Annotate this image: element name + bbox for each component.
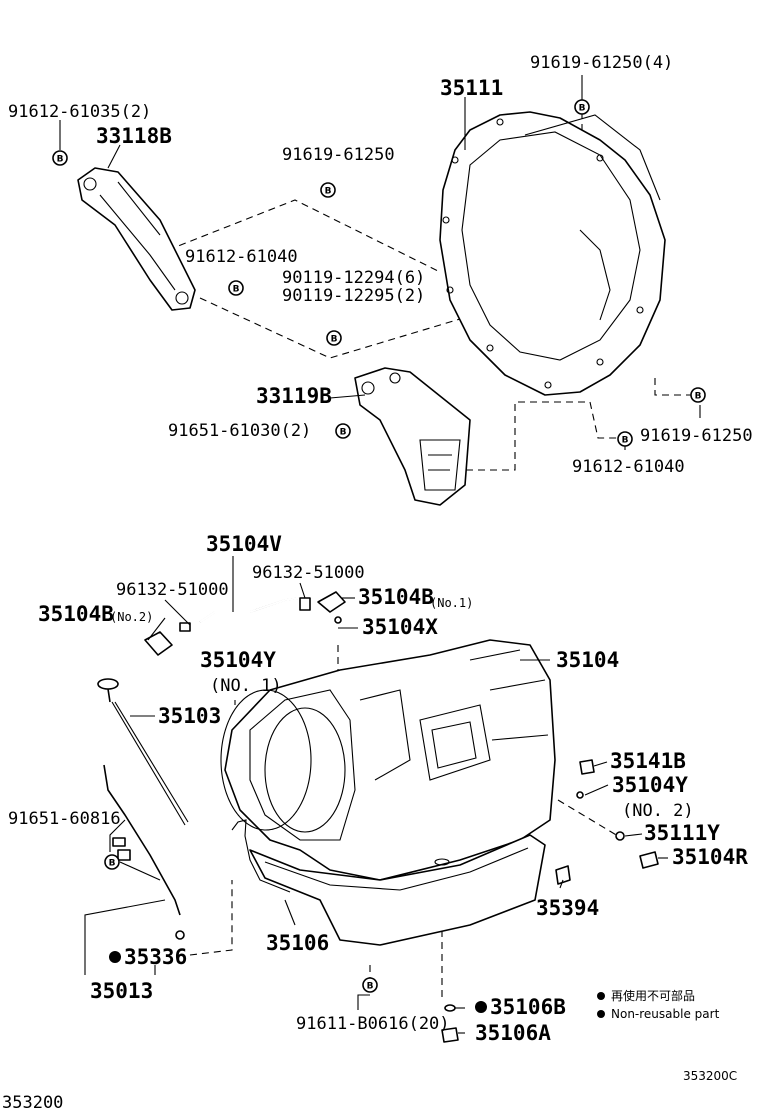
label-91651-61030-2: 91651-61030(2) <box>168 421 311 441</box>
bolt-badge: B <box>362 977 378 993</box>
bolt-badge: B <box>104 854 120 870</box>
label-91611-B0616-20: 91611-B0616(20) <box>296 1014 450 1034</box>
label-91619-61250-a: 91619-61250 <box>282 145 395 165</box>
label-35111Y: 35111Y <box>644 821 720 845</box>
label-35103: 35103 <box>158 704 221 728</box>
bolt-badge: B <box>228 280 244 296</box>
filler-tube-35013 <box>103 764 181 916</box>
label-91651-60816: 91651-60816 <box>8 809 121 829</box>
page-code: 353200 <box>2 1093 63 1112</box>
bell-housing-35111 <box>439 111 666 396</box>
bracket-33118B <box>77 167 196 311</box>
svg-text:B: B <box>579 104 586 114</box>
label-33118B: 33118B <box>96 124 172 148</box>
svg-text:B: B <box>325 187 332 197</box>
label-90119-12294-6: 90119-12294(6) <box>282 268 425 288</box>
label-35104B-no1-sub: (No.1) <box>430 596 473 610</box>
bolt-badge: B <box>52 150 68 166</box>
bolt-badge: B <box>574 99 590 115</box>
label-35111: 35111 <box>440 76 503 100</box>
transmission-case-35104 <box>220 639 556 881</box>
label-35104B-no2-sub: (No.2) <box>110 610 153 624</box>
bolt-badge: B <box>690 387 706 403</box>
label-35104Y-2-sub: (NO. 2) <box>622 801 694 821</box>
svg-text:B: B <box>57 155 64 165</box>
bolt-badge: B <box>320 182 336 198</box>
label-35104B-no2: 35104B <box>38 602 114 626</box>
svg-text:B: B <box>622 436 629 446</box>
label-91612-61035-2: 91612-61035(2) <box>8 102 151 122</box>
label-35104Y-2: 35104Y <box>612 773 688 797</box>
oil-pan-35106 <box>249 834 546 946</box>
label-35104Y-1: 35104Y <box>200 648 276 672</box>
label-91612-61040-b: 91612-61040 <box>572 457 685 477</box>
label-35106B: 35106B <box>475 995 566 1019</box>
label-96132-51000-b: 96132-51000 <box>252 563 365 583</box>
svg-text:B: B <box>233 285 240 295</box>
svg-text:B: B <box>340 428 347 438</box>
label-91619-61250-b: 91619-61250 <box>640 426 753 446</box>
hose-fittings <box>144 591 346 656</box>
label-35104R: 35104R <box>672 845 748 869</box>
svg-text:B: B <box>367 982 374 992</box>
label-91619-61250-4: 91619-61250(4) <box>530 53 673 73</box>
legend-line-1: 再使用不可部品 <box>611 988 695 1003</box>
label-35013: 35013 <box>90 979 153 1003</box>
label-35104X: 35104X <box>362 615 438 639</box>
leader-lines <box>59 75 701 1034</box>
label-35104: 35104 <box>556 648 619 672</box>
svg-text:35106B: 35106B <box>490 995 566 1019</box>
label-35141B: 35141B <box>610 749 686 773</box>
label-35104Y-1-sub: (NO. 1) <box>210 676 282 696</box>
legend: 再使用不可部品 Non-reusable part <box>597 988 720 1021</box>
label-96132-51000-a: 96132-51000 <box>116 580 229 600</box>
label-91612-61040-a: 91612-61040 <box>185 247 298 267</box>
legend-line-2: Non-reusable part <box>611 1007 720 1021</box>
label-35106: 35106 <box>266 931 329 955</box>
small-parts <box>175 759 659 1043</box>
svg-text:B: B <box>695 392 702 402</box>
dipstick-35103 <box>97 678 189 826</box>
part-labels: 91619-61250(4) 35111 91612-61035(2) 3311… <box>8 53 753 1045</box>
svg-text:B: B <box>331 335 338 345</box>
figure-code: 353200C <box>683 1069 737 1083</box>
bolt-badge: B <box>326 330 342 346</box>
label-35336: 35336 <box>109 945 187 969</box>
bolt-badge: B <box>335 423 351 439</box>
bolt-badge: B <box>617 431 633 447</box>
hose-35104V <box>199 597 301 623</box>
label-35104V: 35104V <box>206 532 282 556</box>
label-35394: 35394 <box>536 896 599 920</box>
label-35104B-no1: 35104B <box>358 585 434 609</box>
svg-text:B: B <box>109 859 116 869</box>
bracket-33119B <box>354 367 471 506</box>
label-90119-12295-2: 90119-12295(2) <box>282 286 425 306</box>
svg-text:35336: 35336 <box>124 945 187 969</box>
bolt-badges: B B B B B B B B B B <box>52 99 706 993</box>
label-35106A: 35106A <box>475 1021 551 1045</box>
label-33119B: 33119B <box>256 384 332 408</box>
